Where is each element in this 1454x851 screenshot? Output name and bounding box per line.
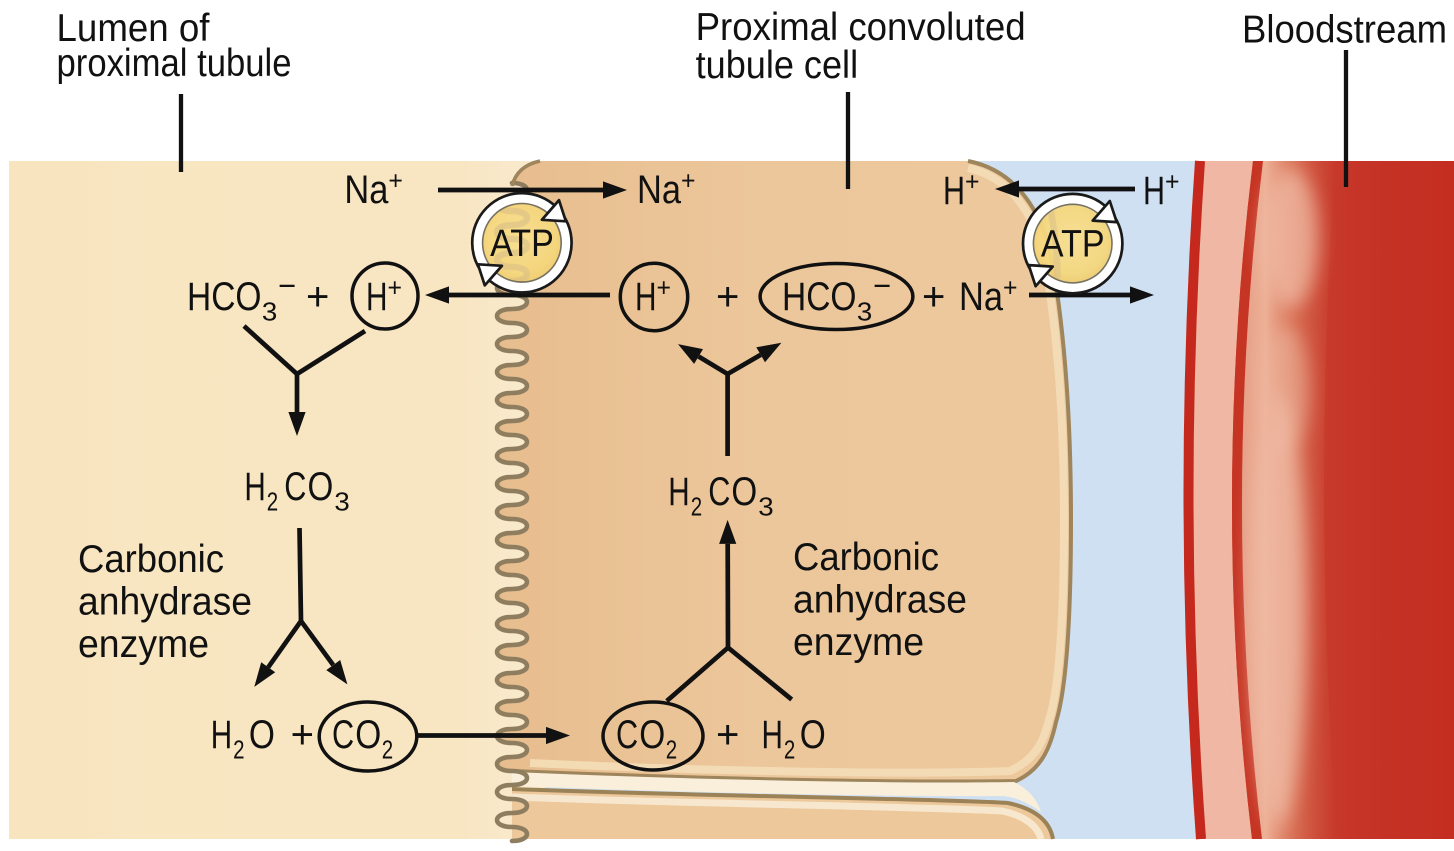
svg-text:2: 2 [666, 735, 677, 765]
svg-text:H: H [943, 169, 965, 213]
svg-text:H: H [762, 713, 783, 757]
svg-text:C: C [332, 713, 354, 757]
svg-text:H: H [211, 713, 232, 757]
svg-text:H: H [635, 275, 657, 319]
svg-text:enzyme: enzyme [78, 623, 209, 666]
svg-text:2: 2 [267, 487, 278, 517]
svg-text:anhydrase: anhydrase [793, 579, 967, 622]
svg-text:proximal tubule: proximal tubule [57, 42, 292, 85]
svg-text:2: 2 [691, 492, 702, 522]
svg-text:H: H [366, 275, 388, 319]
svg-text:+: + [922, 275, 945, 319]
svg-text:O: O [639, 713, 665, 757]
svg-text:+: + [388, 166, 403, 196]
svg-text:Na: Na [344, 168, 389, 212]
svg-text:+: + [388, 273, 403, 303]
svg-text:+: + [965, 167, 980, 197]
svg-text:HCO: HCO [187, 275, 262, 319]
svg-text:H: H [668, 470, 689, 514]
svg-text:Carbonic: Carbonic [793, 536, 939, 579]
svg-text:+: + [1165, 167, 1180, 197]
svg-text:O: O [308, 465, 334, 509]
svg-text:tubule cell: tubule cell [696, 44, 859, 87]
svg-text:O: O [249, 713, 275, 757]
svg-text:Na: Na [637, 168, 682, 212]
svg-text:−: − [278, 268, 296, 304]
svg-text:HCO: HCO [782, 275, 857, 319]
svg-text:ATP: ATP [1041, 224, 1105, 266]
svg-text:+: + [716, 713, 739, 757]
svg-text:+: + [306, 275, 329, 319]
svg-text:+: + [657, 273, 672, 303]
svg-text:O: O [800, 713, 826, 757]
svg-text:−: − [873, 268, 891, 304]
svg-text:O: O [355, 713, 381, 757]
svg-text:+: + [291, 713, 314, 757]
svg-text:+: + [716, 275, 739, 319]
svg-text:+: + [681, 166, 696, 196]
svg-text:3: 3 [758, 492, 773, 522]
svg-text:2: 2 [784, 735, 795, 765]
svg-text:2: 2 [233, 735, 244, 765]
svg-text:C: C [708, 470, 730, 514]
svg-text:Carbonic: Carbonic [78, 538, 224, 581]
svg-text:+: + [1003, 273, 1018, 303]
svg-text:2: 2 [382, 735, 393, 765]
svg-text:C: C [284, 465, 306, 509]
svg-text:H: H [1143, 169, 1165, 213]
svg-text:Na: Na [959, 275, 1004, 319]
svg-text:ATP: ATP [490, 223, 554, 265]
svg-text:3: 3 [334, 487, 349, 517]
svg-text:Bloodstream: Bloodstream [1242, 9, 1447, 52]
svg-text:enzyme: enzyme [793, 621, 924, 664]
svg-text:3: 3 [857, 297, 872, 327]
svg-text:anhydrase: anhydrase [78, 581, 252, 624]
svg-text:C: C [616, 713, 638, 757]
svg-text:Proximal convoluted: Proximal convoluted [696, 6, 1026, 49]
svg-text:3: 3 [262, 297, 277, 327]
svg-text:O: O [731, 470, 757, 514]
svg-text:H: H [244, 465, 265, 509]
